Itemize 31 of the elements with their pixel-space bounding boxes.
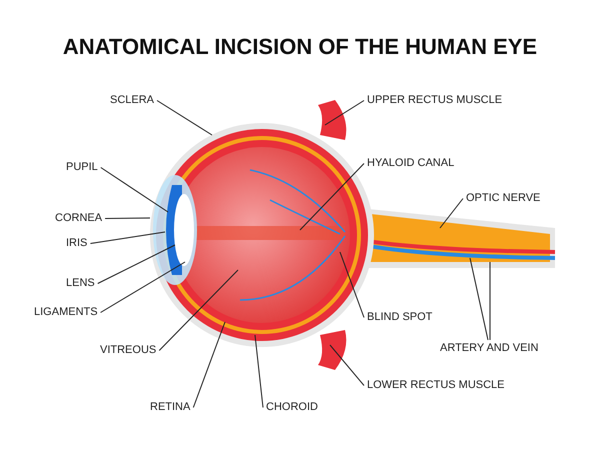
leader-line [100, 167, 168, 212]
part-label: ARTERY AND VEIN [440, 342, 538, 355]
part-label: UPPER RECTUS MUSCLE [367, 94, 502, 107]
part-label: CORNEA [55, 212, 102, 225]
leader-line [192, 322, 226, 408]
part-label: SCLERA [110, 94, 154, 107]
leader-line [330, 344, 364, 386]
part-label: VITREOUS [100, 344, 156, 357]
part-label: OPTIC NERVE [466, 192, 540, 205]
leader-line [300, 163, 364, 230]
leader-line [470, 258, 488, 340]
title: ANATOMICAL INCISION OF THE HUMAN EYE [62, 34, 538, 60]
leader-line [340, 252, 364, 318]
part-label: LENS [66, 277, 95, 290]
leader-line [104, 218, 150, 219]
leader-line [156, 100, 212, 136]
leader-line [324, 100, 364, 126]
part-label: CHOROID [266, 401, 318, 414]
leader-line [440, 198, 464, 228]
part-label: PUPIL [66, 161, 98, 174]
part-label: BLIND SPOT [367, 311, 432, 324]
leader-line [97, 244, 176, 284]
leader-line [158, 270, 238, 351]
part-label: RETINA [150, 401, 190, 414]
part-label: LOWER RECTUS MUSCLE [367, 379, 505, 392]
leader-line [254, 334, 264, 408]
leader-line [90, 232, 166, 244]
part-label: IRIS [66, 237, 88, 250]
leader-line [100, 262, 186, 313]
part-label: LIGAMENTS [34, 306, 98, 319]
part-label: HYALOID CANAL [367, 157, 454, 170]
